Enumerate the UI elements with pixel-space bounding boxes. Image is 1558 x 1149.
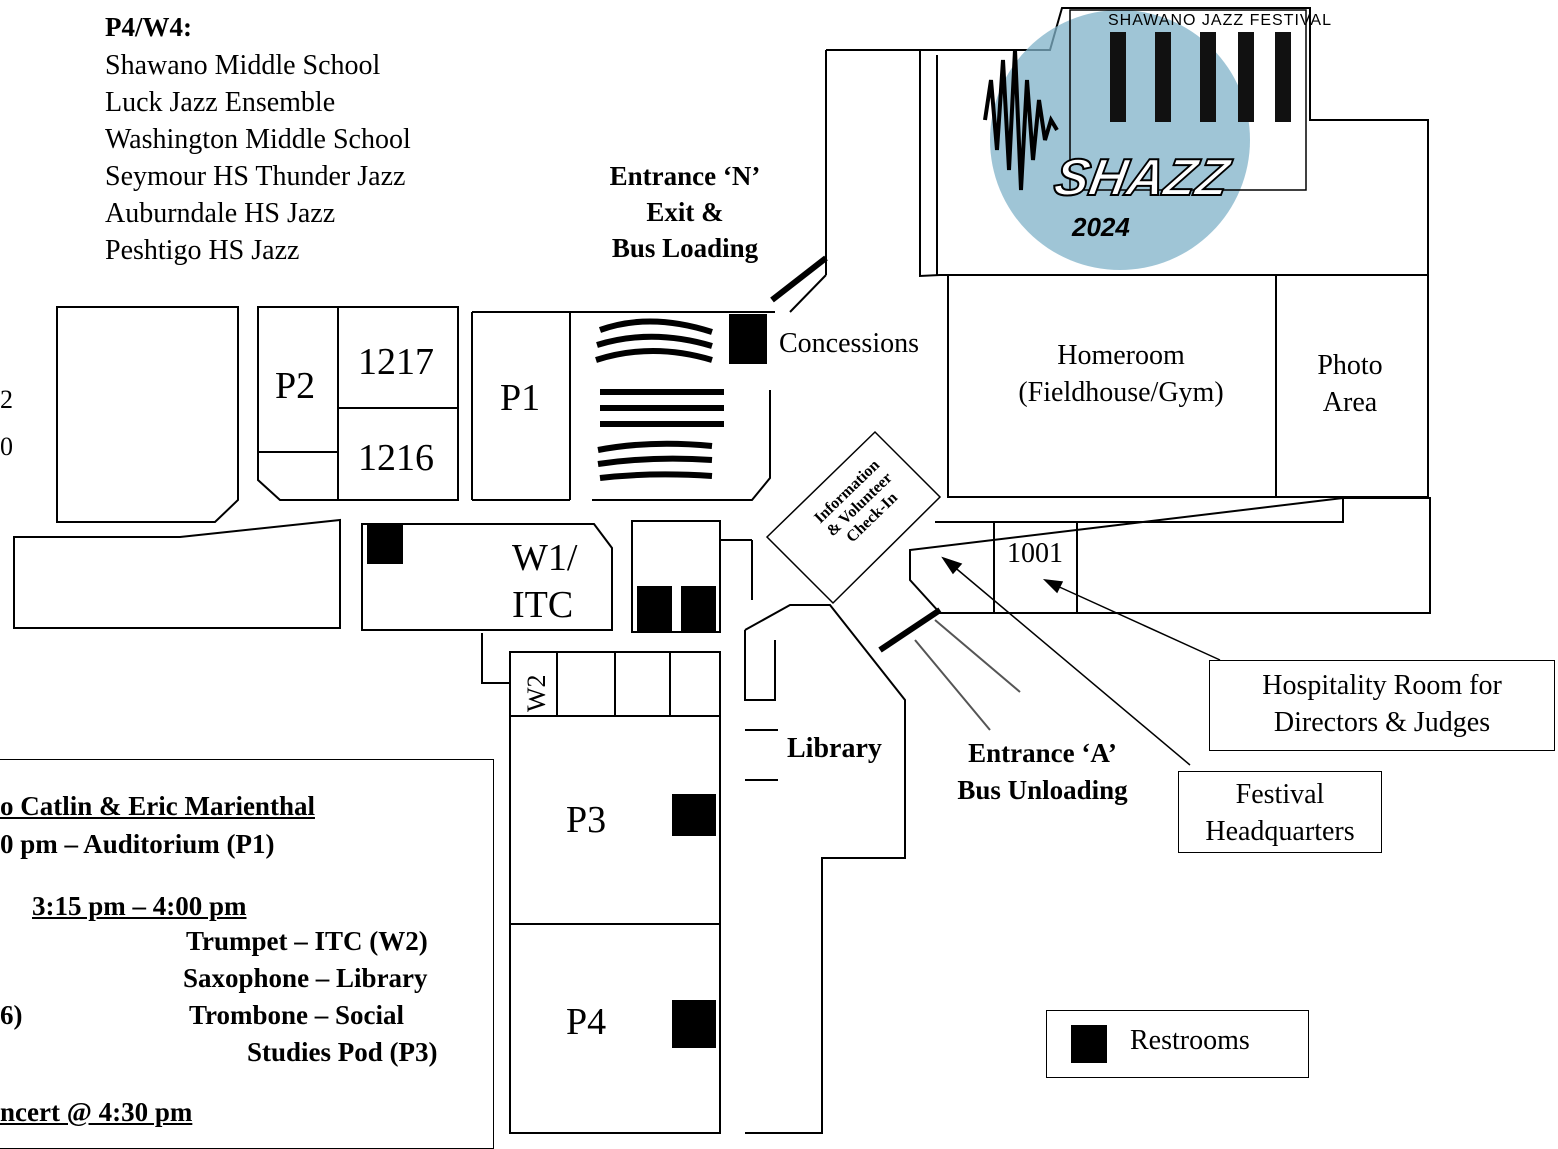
band-name: Seymour HS Thunder Jazz xyxy=(105,161,406,192)
restroom-marker xyxy=(672,1000,716,1048)
schedule-studies: Studies Pod (P3) xyxy=(247,1037,438,1067)
hospitality-line: Directors & Judges xyxy=(1273,707,1491,738)
restroom-legend-swatch xyxy=(1071,1025,1107,1063)
entrance-a-label: Entrance ‘A’ Bus Unloading xyxy=(935,735,1150,809)
entrance-n-label: Entrance ‘N’ Exit & Bus Loading xyxy=(580,158,790,266)
hospitality-room-callout: Hospitality Room for Directors & Judges xyxy=(1209,660,1555,751)
headquarters-line: Headquarters xyxy=(1205,816,1355,847)
restroom-legend: Restrooms xyxy=(1046,1010,1309,1078)
logo-year: 2024 xyxy=(1072,212,1130,242)
band-name: Luck Jazz Ensemble xyxy=(105,87,336,118)
p4w4-heading: P4/W4: xyxy=(105,12,192,42)
room-p1: P1 xyxy=(500,377,541,419)
band-name: Auburndale HS Jazz xyxy=(105,198,336,229)
auditorium-seating xyxy=(595,318,724,481)
schedule-box xyxy=(0,759,494,1149)
logo-name: SHAZZ xyxy=(1049,148,1235,208)
entrance-n-line: Bus Loading xyxy=(611,233,759,263)
schedule-line-artists: o Catlin & Eric Marienthal xyxy=(0,791,315,821)
room-concessions: Concessions xyxy=(779,328,919,359)
homeroom-line: Homeroom xyxy=(1057,340,1185,371)
room-1216: 1216 xyxy=(358,437,434,479)
room-p2: P2 xyxy=(275,365,316,407)
room-library: Library xyxy=(787,733,882,764)
room-w2: W2 xyxy=(522,674,551,712)
restroom-marker xyxy=(672,794,716,836)
restroom-legend-label: Restrooms xyxy=(1130,1025,1250,1056)
restroom-marker xyxy=(729,314,767,364)
schedule-saxophone: Saxophone – Library xyxy=(183,963,428,993)
room-homeroom: Homeroom (Fieldhouse/Gym) xyxy=(990,337,1252,411)
room-w1: W1/ xyxy=(512,537,578,579)
schedule-line-auditorium: 0 pm – Auditorium (P1) xyxy=(0,829,275,859)
band-name: Peshtigo HS Jazz xyxy=(105,235,300,266)
photo-line: Photo xyxy=(1317,350,1383,381)
photo-line: Area xyxy=(1322,387,1378,418)
schedule-line-time: 3:15 pm – 4:00 pm xyxy=(32,891,247,921)
info-diamond-shape xyxy=(765,430,942,605)
room-1217: 1217 xyxy=(358,341,434,383)
band-name: Shawano Middle School xyxy=(105,50,381,81)
left-edge-fragment: 0 xyxy=(0,432,13,461)
entrance-n-line: Exit & xyxy=(646,197,724,227)
schedule-concert: ncert @ 4:30 pm xyxy=(0,1097,193,1127)
restroom-marker xyxy=(637,586,672,631)
homeroom-line: (Fieldhouse/Gym) xyxy=(1018,377,1224,408)
entrance-a-line: Bus Unloading xyxy=(957,775,1128,805)
room-itc: ITC xyxy=(512,584,574,626)
restroom-marker xyxy=(367,524,403,564)
restroom-marker xyxy=(681,586,716,631)
festival-headquarters-callout: Festival Headquarters xyxy=(1178,771,1382,853)
p4w4-band-list: Shawano Middle School Luck Jazz Ensemble… xyxy=(105,47,411,269)
room-1001: 1001 xyxy=(1007,538,1063,569)
band-name: Washington Middle School xyxy=(105,124,411,155)
room-photo-area: Photo Area xyxy=(1290,347,1410,421)
hospitality-line: Hospitality Room for xyxy=(1262,670,1502,701)
schedule-fragment-6: 6) xyxy=(0,1000,23,1030)
room-p3: P3 xyxy=(566,799,607,841)
shazz-logo xyxy=(983,9,1307,270)
schedule-trombone: Trombone – Social xyxy=(189,1000,405,1030)
left-edge-fragment: 2 xyxy=(0,385,13,414)
entrance-n-line: Entrance ‘N’ xyxy=(609,161,761,191)
headquarters-line: Festival xyxy=(1235,779,1325,810)
room-p4: P4 xyxy=(566,1001,607,1043)
logo-top-text: SHAWANO JAZZ FESTIVAL xyxy=(1108,12,1332,29)
entrance-a-line: Entrance ‘A’ xyxy=(968,738,1117,768)
schedule-trumpet: Trumpet – ITC (W2) xyxy=(186,926,428,956)
